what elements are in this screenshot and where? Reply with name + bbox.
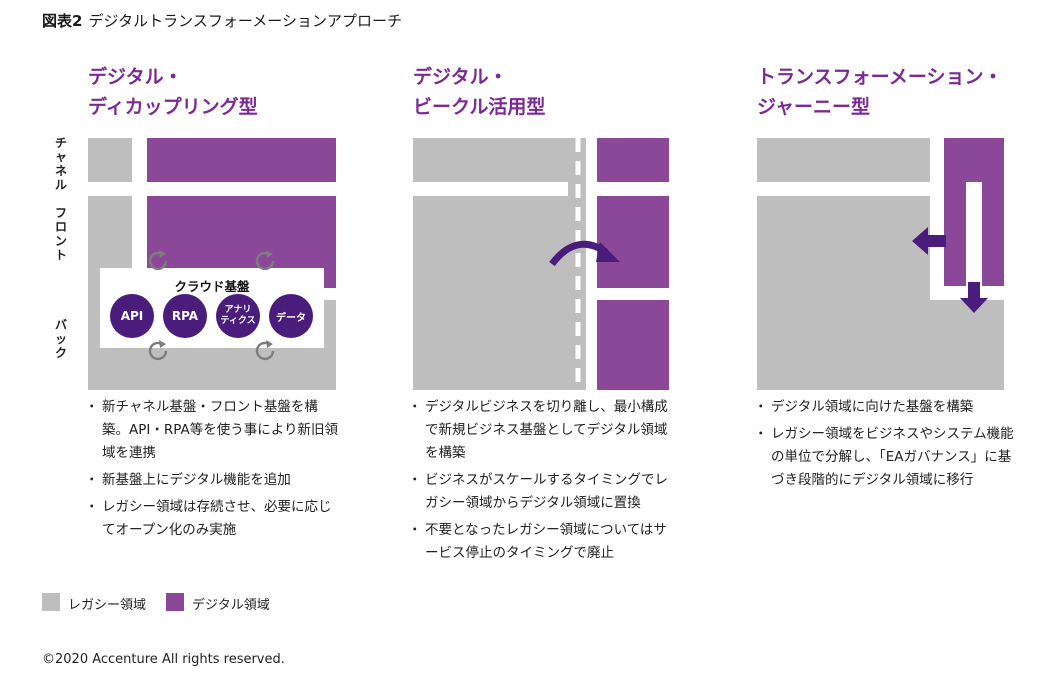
refresh-icon — [148, 340, 168, 361]
col2-channel-digital-block — [597, 138, 669, 182]
column-1-title-line2: ディカップリング型 — [88, 96, 258, 118]
legend-legacy-label: レガシー領域 — [68, 598, 147, 613]
col3-channel-digital-block — [944, 138, 1004, 182]
col2-back-digital-block — [597, 300, 669, 390]
column-3-bullets: デジタル領域に向けた基盤を構築 レガシー領域をビジネスやシステム機能の単位で分解… — [754, 396, 1023, 496]
column-1-title-line1: デジタル・ — [88, 66, 183, 88]
separation-dashed-line — [575, 138, 581, 390]
col3-channel-legacy-block — [757, 138, 930, 182]
column-3-title-line1: トランスフォーメーション・ — [757, 66, 1003, 88]
bullet-item: 新チャネル基盤・フロント基盤を構築。API・RPA等を使う事により新旧領域を連携 — [85, 396, 344, 465]
bullet-item: デジタルビジネスを切り離し、最小構成で新規ビジネス基盤としてデジタル領域を構築 — [408, 396, 677, 465]
refresh-icon — [255, 250, 275, 271]
layer-label-channel: チャネル — [54, 136, 67, 192]
refresh-icon — [255, 340, 275, 361]
column-2-title-line1: デジタル・ — [413, 66, 508, 88]
legend-digital-label: デジタル領域 — [192, 598, 270, 613]
layer-label-back: バック — [54, 318, 67, 360]
column-2-title: デジタル・ ビークル活用型 — [413, 62, 545, 122]
column-3-title: トランスフォーメーション・ ジャーニー型 — [757, 62, 1002, 122]
bullet-item: デジタル領域に向けた基盤を構築 — [754, 396, 1023, 419]
bullet-item: 新基盤上にデジタル機能を追加 — [85, 469, 344, 492]
col2-front-back-legacy-block — [413, 196, 568, 390]
analytics-circle: アナリ ティクス — [216, 294, 260, 338]
col3-digital-strip-right — [982, 182, 1004, 286]
layer-label-front: フロント — [54, 206, 67, 262]
arrow-left-icon — [912, 227, 946, 255]
legend-digital-swatch — [166, 593, 184, 611]
col1-channel-digital-block — [147, 138, 336, 182]
bullet-item: ビジネスがスケールするタイミングでレガシー領域からデジタル領域に置換 — [408, 469, 677, 515]
api-circle: API — [110, 294, 154, 338]
arrow-down-icon — [960, 282, 988, 313]
refresh-icon — [148, 250, 168, 271]
figure-title: 図表2 デジタルトランスフォーメーションアプローチ — [42, 10, 402, 31]
bullet-item: レガシー領域は存続させ、必要に応じてオープン化のみ実施 — [85, 496, 344, 542]
col2-front-digital-block — [597, 196, 669, 288]
col1-channel-legacy-block — [88, 138, 132, 182]
figure-number: 図表2 — [42, 12, 83, 30]
bullet-item: 不要となったレガシー領域についてはサービス停止のタイミングで廃止 — [408, 519, 677, 565]
cloud-platform-title: クラウド基盤 — [174, 279, 250, 294]
legend-legacy-swatch — [42, 593, 60, 611]
column-2-bullets: デジタルビジネスを切り離し、最小構成で新規ビジネス基盤としてデジタル領域を構築 … — [408, 396, 677, 569]
column-1-title: デジタル・ ディカップリング型 — [88, 62, 258, 122]
column-2-title-line2: ビークル活用型 — [413, 96, 546, 118]
copyright-notice: ©2020 Accenture All rights reserved. — [42, 652, 285, 667]
col2-channel-legacy-block — [413, 138, 568, 182]
figure-title-text: デジタルトランスフォーメーションアプローチ — [88, 12, 402, 30]
column-1-bullets: 新チャネル基盤・フロント基盤を構築。API・RPA等を使う事により新旧領域を連携… — [85, 396, 344, 546]
data-circle: データ — [269, 294, 313, 338]
rpa-circle: RPA — [163, 294, 207, 338]
bullet-item: レガシー領域をビジネスやシステム機能の単位で分解し、「EAガバナンス」に基づき段… — [754, 423, 1023, 492]
column-3-title-line2: ジャーニー型 — [757, 96, 871, 118]
col3-digital-strip-left — [944, 182, 966, 286]
curved-arrow-icon — [549, 240, 620, 267]
